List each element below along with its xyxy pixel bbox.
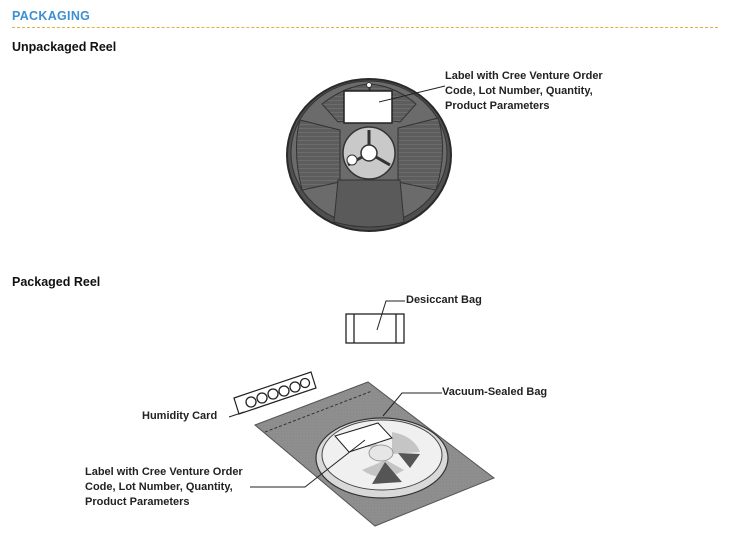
desiccant-bag-callout: Desiccant Bag	[406, 294, 482, 306]
section-title: PACKAGING	[12, 9, 91, 23]
desiccant-bag-drawing	[345, 300, 405, 344]
humidity-card-callout: Humidity Card	[142, 410, 218, 422]
reel-label-callout: Label with Cree Venture Order Code, Lot …	[445, 70, 603, 112]
packaged-reel-heading: Packaged Reel	[12, 275, 101, 289]
vacuum-bag-drawing	[250, 381, 496, 527]
bag-label-callout: Label with Cree Venture Order Code, Lot …	[85, 466, 243, 508]
humidity-card-drawing	[228, 371, 317, 418]
section-divider	[12, 27, 718, 28]
unpackaged-reel-heading: Unpackaged Reel	[12, 40, 117, 54]
vacuum-sealed-bag-callout: Vacuum-Sealed Bag	[442, 386, 548, 398]
unpackaged-reel-drawing	[286, 78, 452, 232]
